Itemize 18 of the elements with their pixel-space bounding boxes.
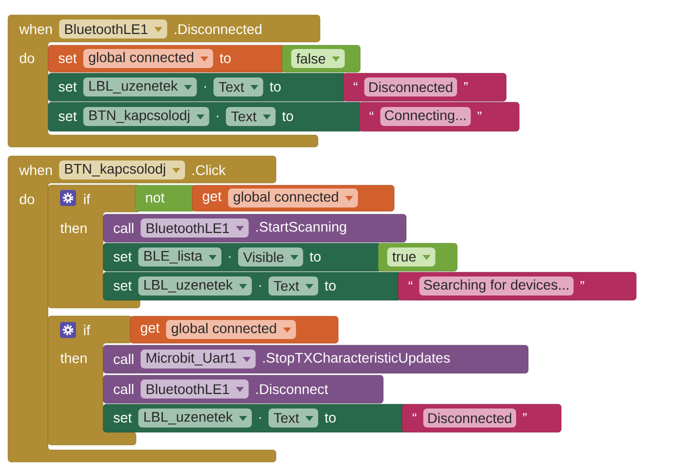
set-block: set global connected to: [48, 45, 286, 72]
set-block: set LBL_uzenetek . Text to: [103, 272, 402, 300]
set-block: set LBL_uzenetek . Text to: [103, 404, 406, 432]
text-block: “ Connecting... ”: [359, 102, 520, 132]
call-block: call BluetoothLE1 .StartScanning: [103, 214, 406, 242]
not-block: not: [135, 185, 196, 212]
text-block: “ Disconnected ”: [343, 73, 506, 102]
text-block: “ Disconnected ”: [402, 404, 562, 432]
set-block: set BTN_kapcsolodj . Text to: [48, 102, 362, 132]
call-block: call Microbit_Uart1 .StopTXCharacteristicUpdates: [103, 345, 528, 374]
get-block: get global connected: [130, 316, 338, 344]
set-block: set LBL_uzenetek . Text to: [48, 73, 346, 102]
boolean-block: false: [282, 45, 360, 72]
call-block: call BluetoothLE1 .Disconnect: [103, 375, 384, 404]
set-block: set BLE_lista . Visible to: [103, 243, 382, 272]
get-block: get global connected: [192, 185, 394, 212]
text-block: “ Searching for devices... ”: [398, 272, 636, 300]
boolean-block: true: [378, 243, 458, 272]
